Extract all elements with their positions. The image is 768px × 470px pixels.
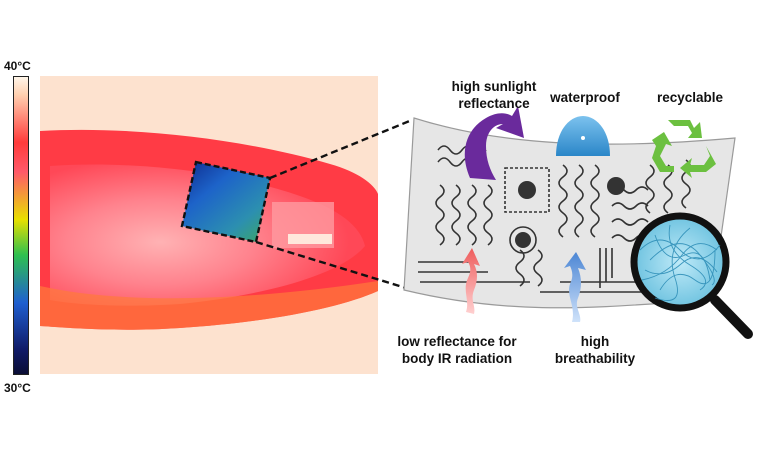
- sunlight-label: high sunlight reflectance: [424, 78, 564, 112]
- sensor-dot: [515, 232, 531, 248]
- waterproof-label: waterproof: [550, 90, 620, 105]
- colorbar-max-label: 40°C: [4, 59, 31, 73]
- recycle-icon: [652, 120, 716, 178]
- ir-label: low reflectance for body IR radiation: [382, 333, 532, 367]
- sensor-dot: [607, 177, 625, 195]
- temperature-colorbar: [13, 76, 29, 375]
- zoom-line-bottom: [255, 240, 407, 290]
- zoom-line-top: [269, 118, 413, 180]
- magnifier-icon: [630, 212, 753, 339]
- breathability-label-line1: high: [580, 334, 610, 349]
- ir-radiation-arrow-icon: [462, 248, 480, 314]
- ir-label-line1: low reflectance for: [397, 334, 517, 349]
- breathability-label: high breathability: [540, 333, 650, 367]
- breathability-label-line2: breathability: [554, 351, 636, 366]
- sunlight-label-line2: reflectance: [458, 96, 530, 111]
- colorbar-min-label: 30°C: [4, 381, 31, 395]
- patch-outline: [180, 160, 272, 244]
- recyclable-label: recyclable: [656, 90, 724, 105]
- sunlight-arrow-icon: [464, 106, 524, 180]
- thermal-image: [40, 76, 378, 374]
- sunlight-label-line1: high sunlight: [451, 79, 537, 94]
- sensor-dot: [518, 181, 536, 199]
- ir-label-line2: body IR radiation: [401, 351, 513, 366]
- breathability-arrow-icon: [564, 252, 586, 322]
